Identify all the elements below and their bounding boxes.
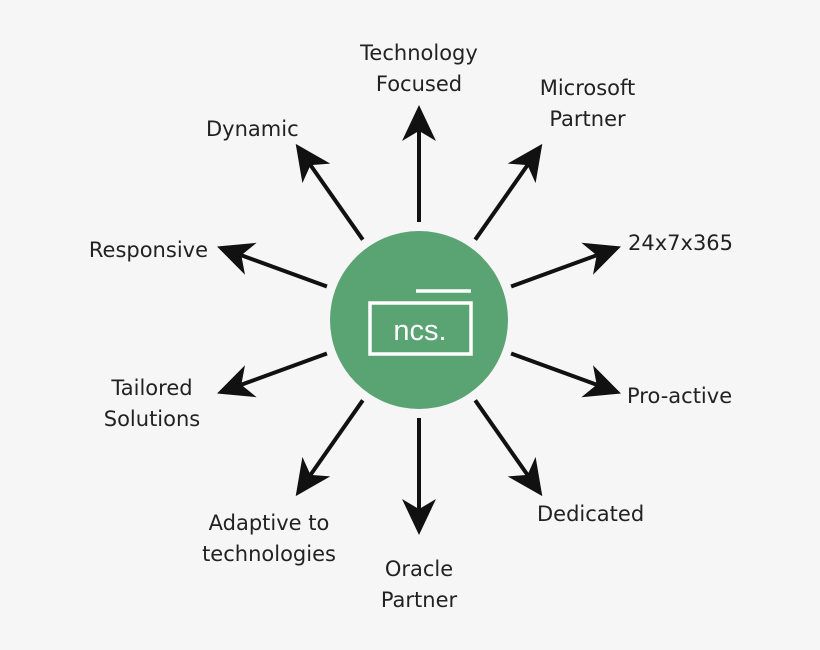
- arrow-head-technology-focused: [402, 105, 436, 141]
- arrows-group: [217, 105, 621, 535]
- arrow-head-responsive: [217, 242, 257, 275]
- label-line: Solutions: [103, 407, 201, 431]
- arrow-head-oracle-partner: [402, 499, 436, 535]
- logo-box: [368, 301, 473, 356]
- arrow-head-pro-active: [581, 365, 621, 398]
- arrow-head-dynamic: [295, 143, 331, 184]
- arrow-head-microsoft-partner: [507, 143, 543, 184]
- arrow-head-24x7x365: [581, 242, 621, 275]
- label-adaptive-to-technologies: Adaptive to technologies: [194, 508, 344, 570]
- ncs-logo: ncs.: [368, 289, 473, 356]
- label-line: Pro-active: [627, 384, 733, 408]
- label-line: technologies: [202, 542, 336, 566]
- label-responsive: Responsive: [60, 235, 208, 266]
- hub-circle: [330, 231, 508, 409]
- arrow-shaft-tailored-solutions: [240, 351, 328, 387]
- arrow-head-tailored-solutions: [217, 365, 257, 398]
- label-oracle-partner: Oracle Partner: [359, 554, 479, 616]
- label-line: Technology: [360, 41, 478, 65]
- label-line: Focused: [375, 72, 463, 96]
- arrow-shaft-pro-active: [510, 351, 598, 387]
- label-line: Oracle: [384, 557, 454, 581]
- label-line: Microsoft: [539, 76, 636, 100]
- label-line: Responsive: [88, 238, 208, 262]
- label-technology-focused: Technology Focused: [339, 38, 499, 100]
- label-dynamic: Dynamic: [206, 114, 299, 145]
- label-line: Tailored: [111, 376, 193, 400]
- logo-text: ncs.: [393, 315, 446, 347]
- arrow-shaft-dedicated: [473, 399, 530, 477]
- arrow-shaft-responsive: [240, 253, 328, 289]
- arrow-shaft-microsoft-partner: [473, 163, 530, 241]
- label-line: Partner: [380, 588, 458, 612]
- arrow-shaft-dynamic: [308, 163, 365, 241]
- label-line: Adaptive to: [208, 511, 330, 535]
- label-tailored-solutions: Tailored Solutions: [92, 373, 212, 435]
- arrow-head-adaptive-to-technologies: [295, 456, 331, 497]
- arrow-head-dedicated: [507, 456, 543, 497]
- label-line: Partner: [549, 107, 626, 131]
- label-line: Dedicated: [537, 502, 645, 526]
- label-line: 24x7x365: [628, 231, 734, 255]
- label-line: Dynamic: [206, 117, 299, 141]
- arrow-shaft-24x7x365: [510, 253, 598, 289]
- label-pro-active: Pro-active: [627, 381, 732, 412]
- label-24x7x365: 24x7x365: [628, 228, 733, 259]
- label-dedicated: Dedicated: [537, 499, 644, 530]
- label-microsoft-partner: Microsoft Partner: [520, 73, 655, 135]
- arrow-shaft-adaptive-to-technologies: [308, 399, 365, 477]
